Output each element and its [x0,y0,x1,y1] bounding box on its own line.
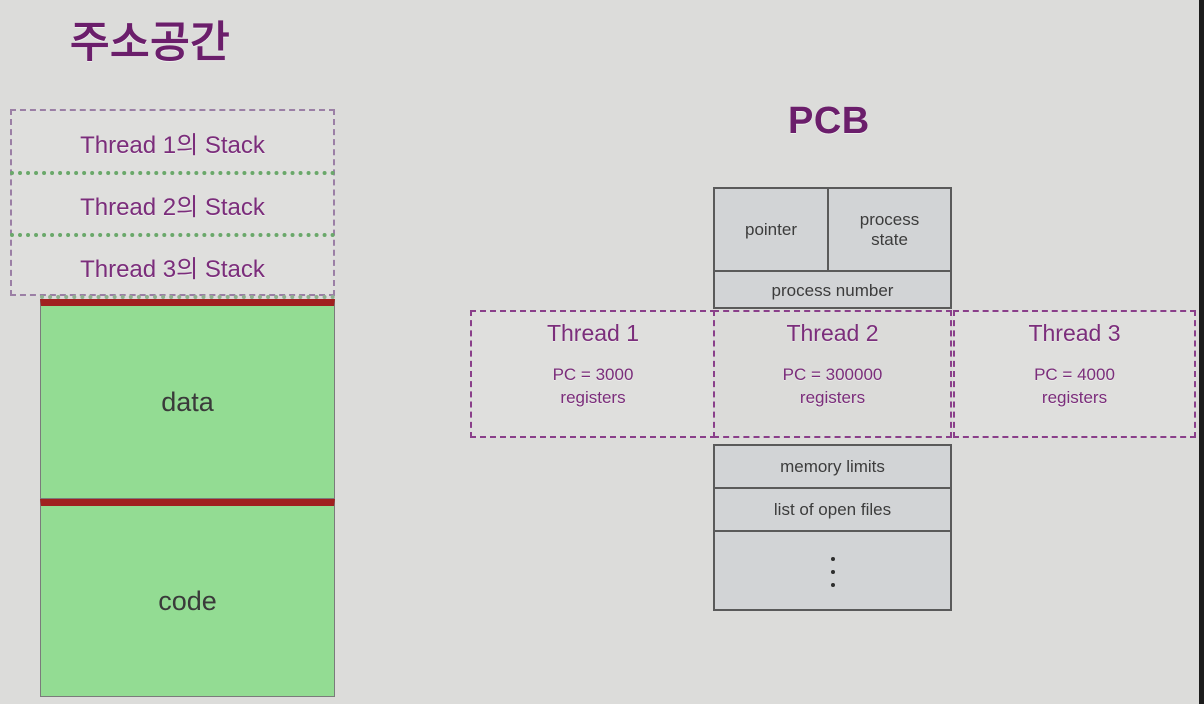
thread-pc-value: PC = 3000 [552,365,634,384]
thread-stack-region: Thread 1의 Stack Thread 2의 Stack Thread 3… [10,109,335,296]
vertical-ellipsis-icon [715,532,950,611]
thread-registers-label: registers [560,388,626,407]
video-frame-right-edge [1199,0,1204,704]
pcb-title: PCB [788,100,870,142]
stack-row-thread-2: Thread 2의 Stack [10,171,335,235]
pcb-cell-label: pointer [745,219,797,239]
stack-bottom-divider [40,295,335,299]
pcb-cell-label: memory limits [780,456,885,476]
stack-row-label: Thread 2의 Stack [80,193,265,221]
stack-row-thread-1: Thread 1의 Stack [12,111,333,173]
memory-block-label: code [158,585,217,616]
memory-block-data: data [40,299,335,499]
pcb-cell-pointer: pointer [715,189,829,270]
thread-registers-label: registers [1041,388,1108,407]
thread-box-2: Thread 2 PC = 300000 registers [713,310,952,438]
thread-title: Thread 2 [786,320,879,346]
thread-pc-value: PC = 4000 [1034,365,1115,384]
thread-box-3: Thread 3 PC = 4000 registers [953,310,1196,438]
pcb-row-open-files: list of open files [715,489,950,532]
memory-block-code: code [40,499,335,697]
stack-row-thread-3: Thread 3의 Stack [10,233,335,297]
pcb-table-lower: memory limits list of open files [713,444,952,611]
stack-row-label: Thread 1의 Stack [80,131,265,159]
thread-title: Thread 1 [546,320,640,346]
thread-box-1: Thread 1 PC = 3000 registers [470,310,716,438]
thread-pc-value: PC = 300000 [782,365,883,384]
thread-title: Thread 3 [1028,320,1121,346]
pcb-cell-process-number: process number [715,272,950,309]
address-space-title: 주소공간 [70,18,231,68]
pcb-cell-label: list of open files [773,499,892,519]
pcb-cell-label: process number [771,280,894,300]
thread-registers-label: registers [799,388,866,407]
pcb-row-memory-limits: memory limits [715,446,950,489]
stack-row-label: Thread 3의 Stack [80,255,265,283]
address-space-diagram: Thread 1의 Stack Thread 2의 Stack Thread 3… [10,109,335,697]
memory-block-label: data [161,386,214,417]
